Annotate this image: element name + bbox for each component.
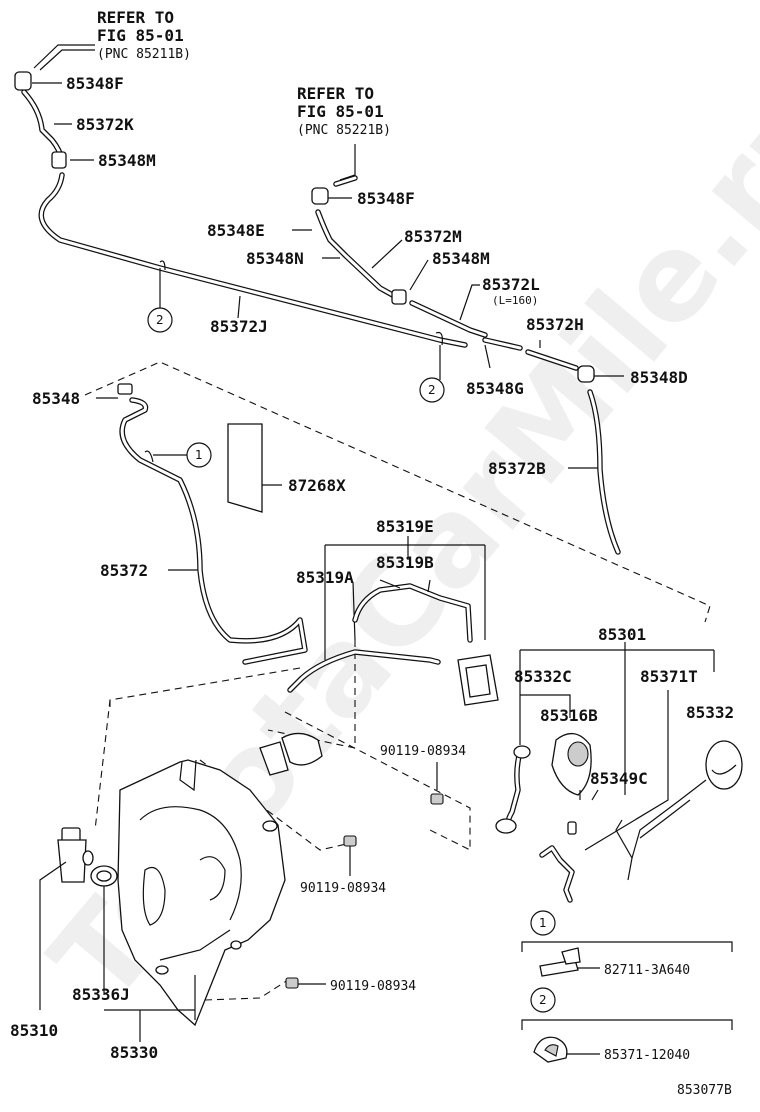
label-90119-a: 90119-08934 (380, 744, 466, 759)
washer-tank-85330 (117, 732, 323, 1027)
svg-text:FIG 85-01: FIG 85-01 (97, 26, 184, 45)
label-85348: 85348 (32, 389, 80, 408)
label-85348M-b: 85348M (432, 249, 490, 268)
leader-lines (32, 82, 624, 801)
label-85332: 85332 (686, 703, 734, 722)
label-85319E: 85319E (376, 517, 434, 536)
label-plate-87268X (227, 423, 282, 513)
figure-id: 853077B (677, 1083, 732, 1098)
callout-2-b: 2 (419, 377, 445, 403)
label-85348N: 85348N (246, 249, 304, 268)
label-85348F-b: 85348F (357, 189, 415, 208)
svg-text:2: 2 (539, 993, 547, 1007)
label-85372: 85372 (100, 561, 148, 580)
svg-text:(PNC 85211B): (PNC 85211B) (97, 47, 191, 62)
label-85372M: 85372M (404, 227, 462, 246)
legend-item-2 (521, 1019, 733, 1063)
label-85310: 85310 (10, 1021, 58, 1040)
reference-2: REFER TO FIG 85-01 (PNC 85221B) (297, 84, 391, 138)
label-85348D: 85348D (630, 368, 688, 387)
label-85372B: 85372B (488, 459, 546, 478)
svg-text:2: 2 (156, 313, 164, 327)
label-85372H: 85372H (526, 315, 584, 334)
inlet-group-85301 (495, 642, 743, 903)
svg-text:FIG 85-01: FIG 85-01 (297, 102, 384, 121)
label-90119-b: 90119-08934 (300, 881, 386, 896)
svg-text:1: 1 (539, 916, 547, 930)
hose-85319-group (287, 536, 499, 706)
label-85372L-note: (L=160) (492, 294, 538, 307)
label-85372K: 85372K (76, 115, 134, 134)
reference-1: REFER TO FIG 85-01 (PNC 85211B) (97, 8, 191, 62)
washer-pump-85310 (39, 827, 94, 1010)
upper-right-hoses (311, 144, 621, 555)
label-87268X: 87268X (288, 476, 346, 495)
label-85301: 85301 (598, 625, 646, 644)
label-85319B: 85319B (376, 553, 434, 572)
callout-2-a: 2 (147, 307, 173, 333)
label-85349C: 85349C (590, 769, 648, 788)
svg-text:1: 1 (195, 448, 203, 462)
legend-part-1: 82711-3A640 (604, 963, 690, 978)
label-85372J: 85372J (210, 317, 268, 336)
label-85330: 85330 (110, 1043, 158, 1062)
label-85348M-a: 85348M (98, 151, 156, 170)
label-85332C: 85332C (514, 667, 572, 686)
label-85319A: 85319A (296, 568, 354, 587)
grommet-85336J (90, 865, 118, 995)
label-85371T: 85371T (640, 667, 698, 686)
label-85372L: 85372L (482, 275, 540, 294)
legend-part-2: 85371-12040 (604, 1048, 690, 1063)
label-85336J: 85336J (72, 985, 130, 1004)
bolt-90119-b (343, 835, 357, 876)
label-90119-c: 90119-08934 (330, 979, 416, 994)
left-hose-85372 (117, 383, 308, 665)
callout-1-a: 1 (153, 442, 212, 468)
callout-2-legend: 2 (530, 987, 556, 1013)
callout-1-legend: 1 (530, 910, 556, 936)
svg-text:REFER TO: REFER TO (297, 84, 374, 103)
legend-item-1 (521, 941, 733, 977)
bolt-90119-a (430, 762, 444, 805)
label-85348G: 85348G (466, 379, 524, 398)
svg-text:REFER TO: REFER TO (97, 8, 174, 27)
label-85348E: 85348E (207, 221, 265, 240)
upper-left-hoses (14, 44, 468, 380)
label-85316B: 85316B (540, 706, 598, 725)
svg-text:2: 2 (428, 383, 436, 397)
label-85348F-a: 85348F (66, 74, 124, 93)
bolt-90119-c (285, 977, 326, 989)
svg-text:(PNC 85221B): (PNC 85221B) (297, 123, 391, 138)
